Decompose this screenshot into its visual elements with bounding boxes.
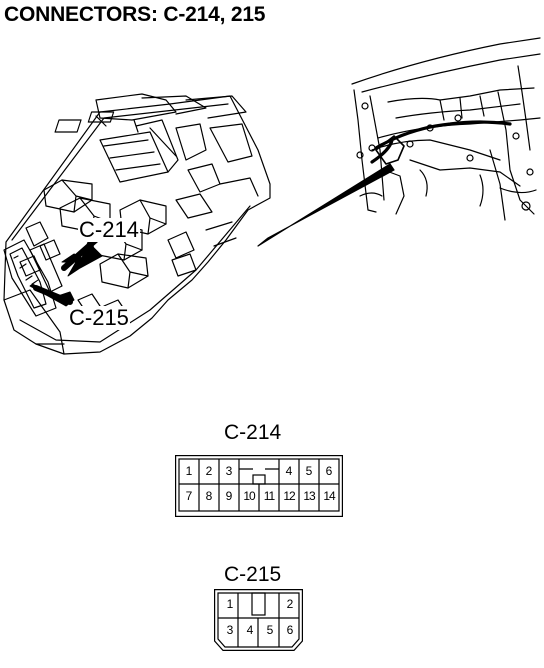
c215-pin-4: 4 xyxy=(246,623,254,637)
c214-pin-14: 14 xyxy=(323,489,335,503)
c215-pin-6: 6 xyxy=(286,623,294,637)
dashboard-view xyxy=(351,37,541,221)
c215-callout-label: C-215 xyxy=(68,305,130,330)
c214-pin-11: 11 xyxy=(263,489,275,503)
c214-pin-9: 9 xyxy=(225,489,233,503)
page-title: CONNECTORS: C-214, 215 xyxy=(4,3,266,26)
c214-pin-8: 8 xyxy=(205,489,213,503)
c214-callout-arrow xyxy=(61,241,103,277)
c215-connector-face xyxy=(214,589,303,651)
c214-title: C-214 xyxy=(224,421,282,444)
c214-pin-13: 13 xyxy=(303,489,315,503)
c214-pin-1: 1 xyxy=(185,464,193,478)
c214-pin-7: 7 xyxy=(185,489,193,503)
c215-title: C-215 xyxy=(224,563,282,586)
c214-pin-6: 6 xyxy=(325,464,333,478)
c214-connector-face xyxy=(175,455,343,517)
leader-wedge xyxy=(257,163,395,247)
c214-pin-12: 12 xyxy=(283,489,295,503)
c214-pin-10: 10 xyxy=(243,489,255,503)
c215-pin-5: 5 xyxy=(266,623,274,637)
c214-pin-4: 4 xyxy=(285,464,293,478)
c215-pin-2: 2 xyxy=(286,597,294,611)
c215-pin-3: 3 xyxy=(226,623,234,637)
c215-pin-1: 1 xyxy=(226,597,234,611)
c214-callout-label: C-214 xyxy=(78,217,140,242)
c214-pin-3: 3 xyxy=(225,464,233,478)
c214-pin-5: 5 xyxy=(305,464,313,478)
c214-pin-2: 2 xyxy=(205,464,213,478)
